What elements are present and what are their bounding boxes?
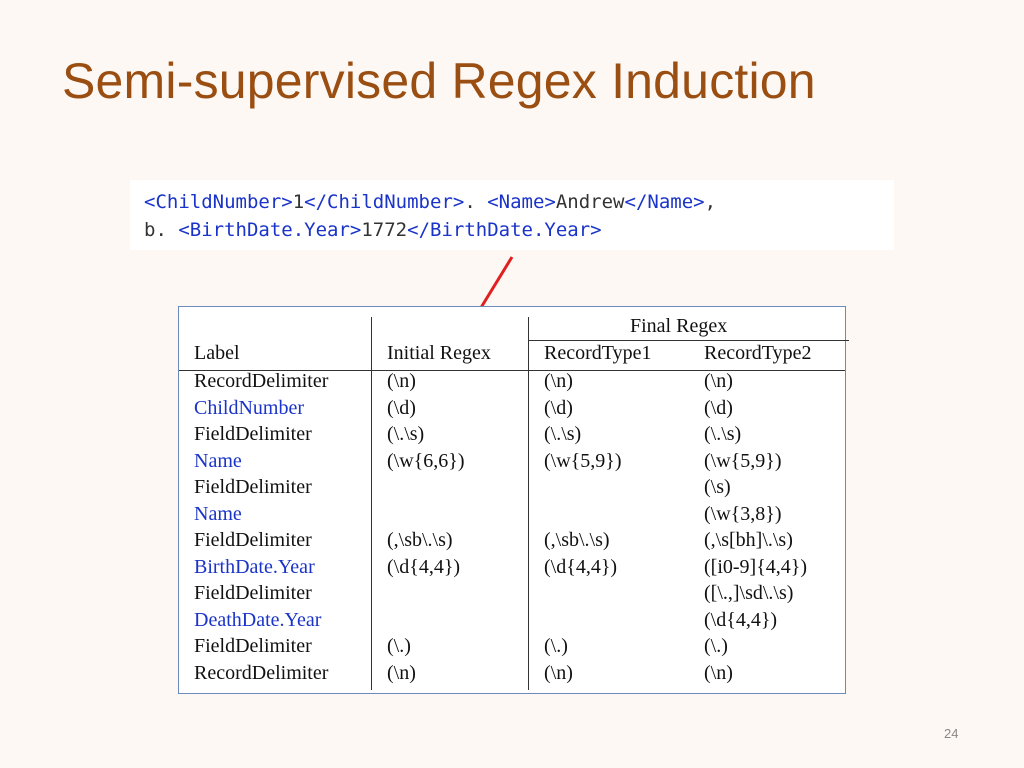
header-recordtype2: RecordType2 (704, 342, 812, 364)
regex-cell: (\d) (544, 396, 573, 419)
xml-tag: <BirthDate.Year> (178, 219, 362, 241)
plain-text: . (464, 191, 488, 213)
regex-cell: (\n) (544, 370, 573, 392)
regex-cell: (\s) (704, 476, 731, 498)
regex-cell: (\.\s) (544, 423, 582, 445)
regex-cell: (\d) (387, 396, 416, 419)
regex-cell: (,\s[bh]\.\s) (704, 529, 793, 551)
code-line-2: b. <BirthDate.Year>1772</BirthDate.Year> (144, 219, 602, 241)
row-label: RecordDelimiter (194, 370, 329, 392)
regex-cell: (\.\s) (704, 423, 742, 445)
regex-cell: (\.) (704, 635, 728, 657)
code-line-1: <ChildNumber>1</ChildNumber>. <Name>Andr… (144, 191, 716, 213)
row-label: Name (194, 449, 242, 472)
column-divider-2 (528, 317, 529, 690)
row-label: Name (194, 502, 242, 525)
row-label: FieldDelimiter (194, 476, 312, 498)
regex-cell: (\d) (704, 396, 733, 419)
regex-table: Final Regex Label Initial Regex RecordTy… (178, 306, 849, 694)
regex-cell: (\w{5,9}) (704, 449, 782, 472)
row-label: DeathDate.Year (194, 608, 322, 631)
header-recordtype1: RecordType1 (544, 342, 652, 364)
xml-tag: </ChildNumber> (304, 191, 465, 213)
regex-cell: (\w{5,9}) (544, 449, 622, 472)
xml-value: 1 (292, 191, 305, 213)
regex-cell: (\.) (544, 635, 568, 657)
header-rule (179, 370, 845, 371)
row-label: FieldDelimiter (194, 582, 312, 604)
annotated-record-sample: <ChildNumber>1</ChildNumber>. <Name>Andr… (130, 180, 894, 250)
row-label: ChildNumber (194, 396, 304, 419)
regex-cell: ([\.,]\sd\.\s) (704, 582, 794, 604)
group-header-rule (529, 340, 849, 341)
xml-tag: </Name> (624, 191, 705, 213)
regex-cell: (\.) (387, 635, 411, 657)
slide-title: Semi-supervised Regex Induction (62, 53, 816, 109)
plain-text: , (704, 191, 717, 213)
row-label: FieldDelimiter (194, 529, 312, 551)
header-label: Label (194, 342, 240, 364)
regex-cell: (\n) (387, 370, 416, 392)
page-number: 24 (944, 726, 959, 741)
regex-cell: (\n) (704, 370, 733, 392)
group-header-final-regex: Final Regex (630, 315, 728, 337)
xml-value: 1772 (361, 219, 408, 241)
xml-tag: <Name> (487, 191, 556, 213)
regex-cell: (\n) (544, 661, 573, 684)
header-initial-regex: Initial Regex (387, 342, 491, 364)
xml-tag: <ChildNumber> (144, 191, 293, 213)
row-label: BirthDate.Year (194, 555, 315, 578)
row-label: FieldDelimiter (194, 635, 312, 657)
regex-cell: (\n) (704, 661, 733, 684)
regex-cell: (\d{4,4}) (704, 608, 778, 631)
regex-cell: (\w{6,6}) (387, 449, 465, 472)
regex-cell: ([i0-9]{4,4}) (704, 555, 808, 578)
regex-cell: (\.\s) (387, 423, 425, 445)
xml-tag: </BirthDate.Year> (407, 219, 602, 241)
regex-cell: (\d{4,4}) (387, 555, 461, 578)
row-label: RecordDelimiter (194, 661, 329, 684)
regex-cell: (,\sb\.\s) (544, 529, 610, 551)
xml-value: Andrew (555, 191, 625, 213)
row-label: FieldDelimiter (194, 423, 312, 445)
plain-text: b. (144, 219, 179, 241)
regex-cell: (\n) (387, 661, 416, 684)
regex-cell: (\w{3,8}) (704, 502, 782, 525)
regex-cell: (,\sb\.\s) (387, 529, 453, 551)
column-divider-1 (371, 317, 372, 690)
regex-cell: (\d{4,4}) (544, 555, 618, 578)
